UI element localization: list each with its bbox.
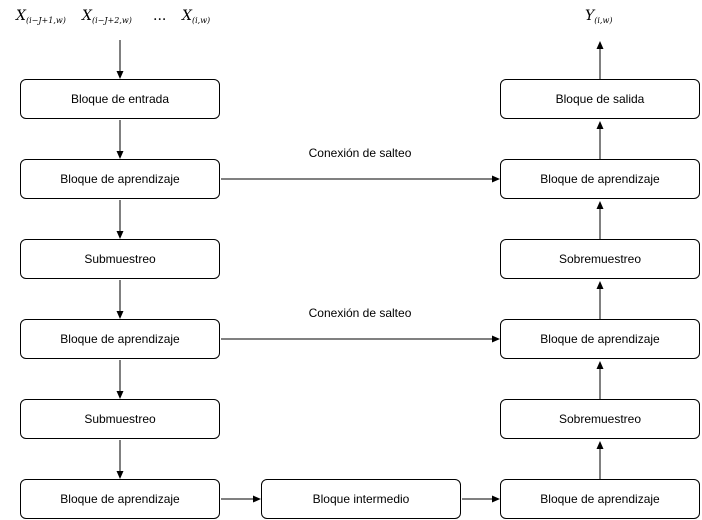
encoder-learning-block-1: Bloque de aprendizaje xyxy=(20,159,220,199)
input-label-3: X(i,w) xyxy=(182,8,211,25)
encoder-downsample-2: Submuestreo xyxy=(20,399,220,439)
input-label-1: X(i−J+1,w) xyxy=(16,8,66,25)
decoder-upsample-2: Sobremuestreo xyxy=(500,239,700,279)
bottleneck-block: Bloque intermedio xyxy=(261,479,461,519)
decoder-output-block: Bloque de salida xyxy=(500,79,700,119)
skip-connection-label-2: Conexión de salteo xyxy=(308,306,412,320)
decoder-learning-block-2: Bloque de aprendizaje xyxy=(500,319,700,359)
output-label: Y(i,w) xyxy=(585,8,613,25)
input-ellipsis: ... xyxy=(153,8,167,24)
input-label-2: X(i−J+2,w) xyxy=(82,8,132,25)
decoder-learning-block-1: Bloque de aprendizaje xyxy=(500,479,700,519)
encoder-downsample-1: Submuestreo xyxy=(20,239,220,279)
encoder-learning-block-2: Bloque de aprendizaje xyxy=(20,319,220,359)
encoder-input-block: Bloque de entrada xyxy=(20,79,220,119)
decoder-upsample-1: Sobremuestreo xyxy=(500,399,700,439)
decoder-learning-block-3: Bloque de aprendizaje xyxy=(500,159,700,199)
encoder-learning-block-3: Bloque de aprendizaje xyxy=(20,479,220,519)
skip-connection-label-1: Conexión de salteo xyxy=(308,146,412,160)
